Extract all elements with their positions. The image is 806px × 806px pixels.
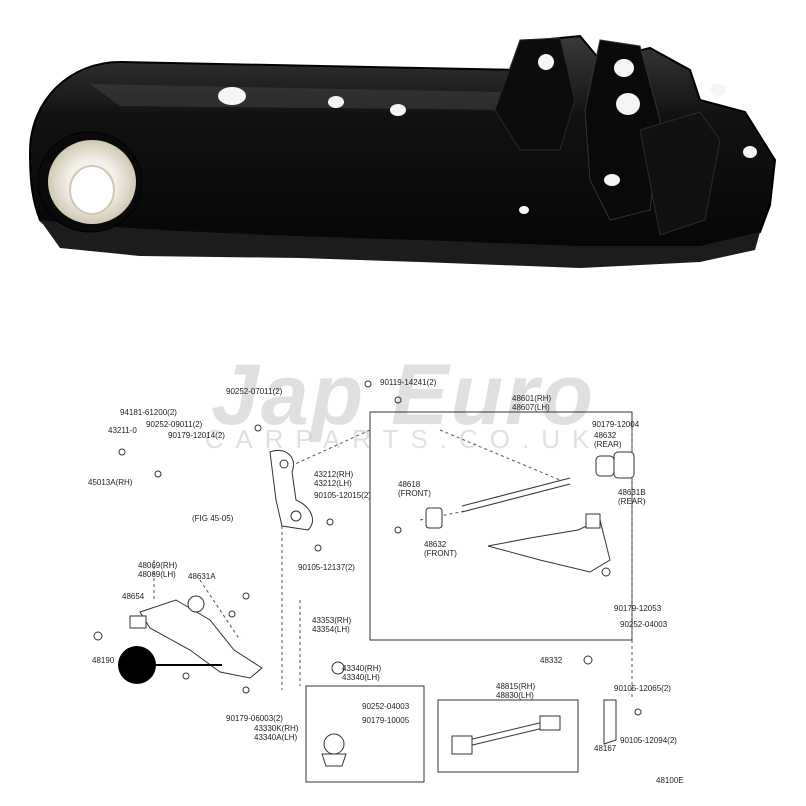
- part-label: 48632: [594, 431, 617, 440]
- part-label: 43212(RH): [314, 470, 354, 479]
- part-label: 48190: [92, 656, 115, 665]
- part-label: 90252-07011(2): [226, 387, 283, 396]
- part-label: 43340(LH): [342, 673, 380, 682]
- part-label: (FRONT): [398, 489, 431, 498]
- part-label: 45013A(RH): [88, 478, 133, 487]
- control-arm-photo: [28, 34, 777, 268]
- part-label: 48167: [594, 744, 617, 753]
- part-label: 43330K(RH): [254, 724, 299, 733]
- part-label: 43211-0: [108, 426, 137, 435]
- part-label: 90105-12065(2): [614, 684, 671, 693]
- part-label: 48069(LH): [138, 570, 176, 579]
- part-label: 43353(RH): [312, 616, 352, 625]
- part-label: 48618: [398, 480, 421, 489]
- part-label: 90252-04003: [620, 620, 668, 629]
- part-label: 48332: [540, 656, 563, 665]
- part-label: (REAR): [594, 440, 622, 449]
- part-highlight-marker: [118, 646, 156, 684]
- part-label: 48631B: [618, 488, 646, 497]
- part-label: 90252-04003: [362, 702, 410, 711]
- part-label: 90105-12015(2): [314, 491, 371, 500]
- part-label: 43340A(LH): [254, 733, 298, 742]
- part-label: 43212(LH): [314, 479, 352, 488]
- part-label: 90119-14241(2): [380, 378, 437, 387]
- part-label: 90179-12014(2): [168, 431, 225, 440]
- part-label: 90105-12094(2): [620, 736, 677, 745]
- part-label: 48100E: [656, 776, 684, 785]
- part-label: 48631A: [188, 572, 216, 581]
- part-label: 90179-12053: [614, 604, 662, 613]
- part-label: 48815(RH): [496, 682, 536, 691]
- part-label: 48601(RH): [512, 394, 552, 403]
- part-label: (FRONT): [424, 549, 457, 558]
- part-label: 90179-10005: [362, 716, 410, 725]
- part-label: 43340(RH): [342, 664, 382, 673]
- part-label: 48607(LH): [512, 403, 550, 412]
- part-label: 94181-61200(2): [120, 408, 177, 417]
- part-label: 90179-12004: [592, 420, 640, 429]
- part-label: 48654: [122, 592, 145, 601]
- part-label: (REAR): [618, 497, 646, 506]
- part-label: 48632: [424, 540, 447, 549]
- part-label: 43354(LH): [312, 625, 350, 634]
- part-label: 48830(LH): [496, 691, 534, 700]
- part-label: (FIG 45-05): [192, 514, 234, 523]
- part-label: 48069(RH): [138, 561, 178, 570]
- part-label: 90105-12137(2): [298, 563, 355, 572]
- part-label: 90179-06003(2): [226, 714, 283, 723]
- part-label: 90252-09011(2): [146, 420, 203, 429]
